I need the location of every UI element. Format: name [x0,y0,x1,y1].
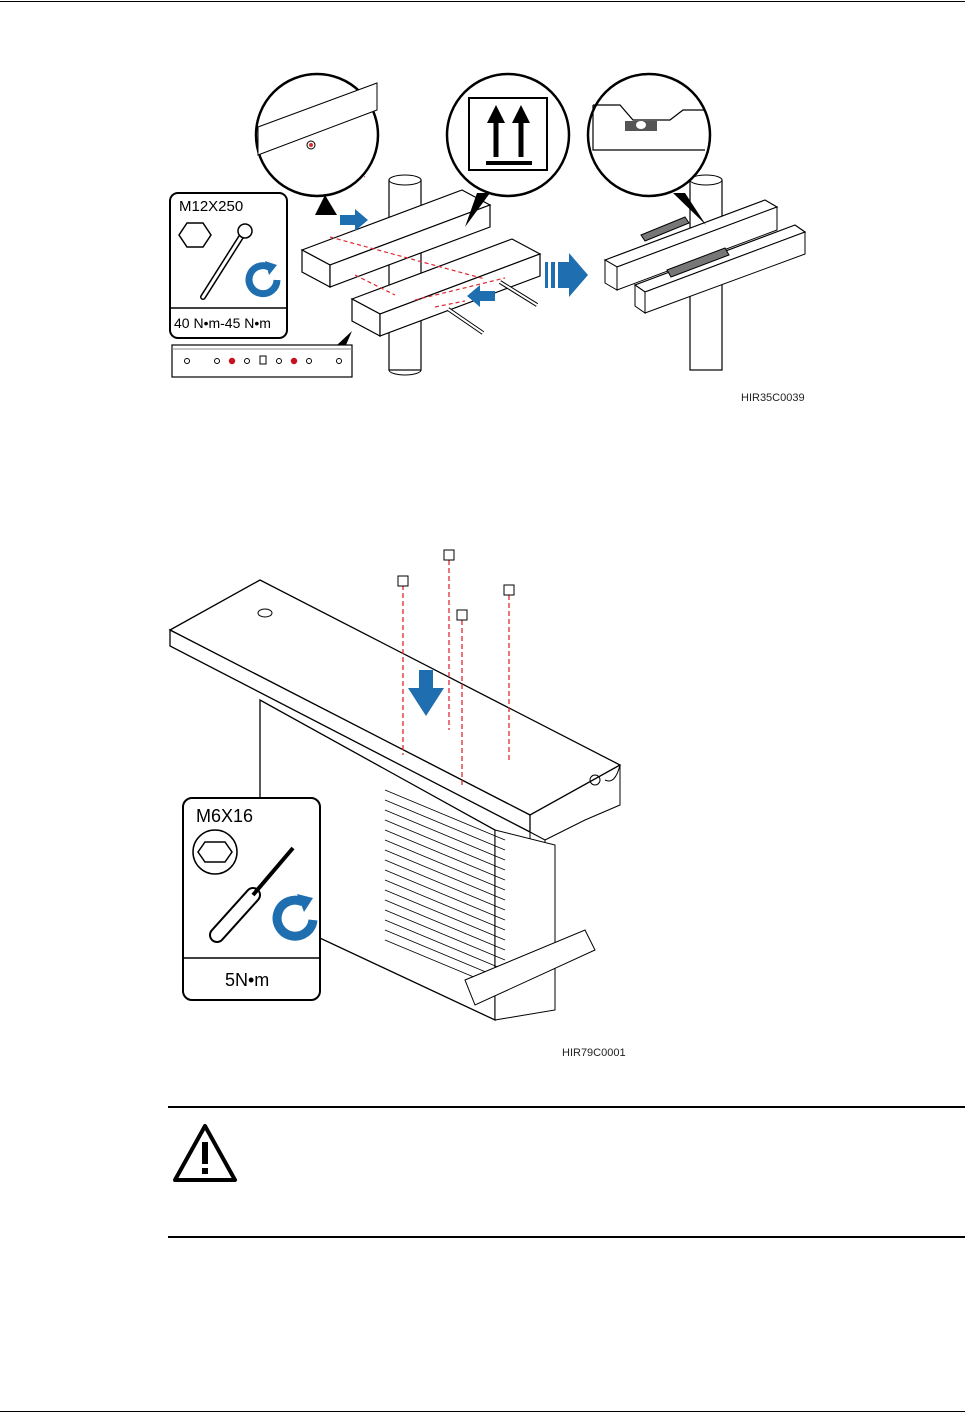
bolt-torque-label: 40 N•m-45 N•m [174,315,271,331]
assembled-pole-brackets [605,175,805,370]
figure1-id: HIR35C0039 [741,392,805,404]
bolt-spec-callout: M12X250 40 N•m-45 N•m [170,193,287,338]
hex-socket-icon [193,830,237,874]
bolt-spec-label: M12X250 [179,198,243,215]
warning-triangle-icon [171,1122,239,1184]
next-step-arrow [545,253,588,297]
figure2-id: HIR79C0001 [562,1047,626,1059]
footer-rule [0,1411,965,1412]
figure-pole-bracket-installation: M12X250 40 N•m-45 N•m [165,65,825,410]
screw-torque-label: 5N•m [225,970,269,990]
figure-adapter-plate-installation: M6X16 5N•m HIR79C0001 [165,540,645,1065]
screw-spec-label: M6X16 [196,806,253,826]
header-rule [0,1,965,2]
caution-notice [168,1106,965,1238]
screw-spec-callout: M6X16 5N•m [183,798,320,1000]
